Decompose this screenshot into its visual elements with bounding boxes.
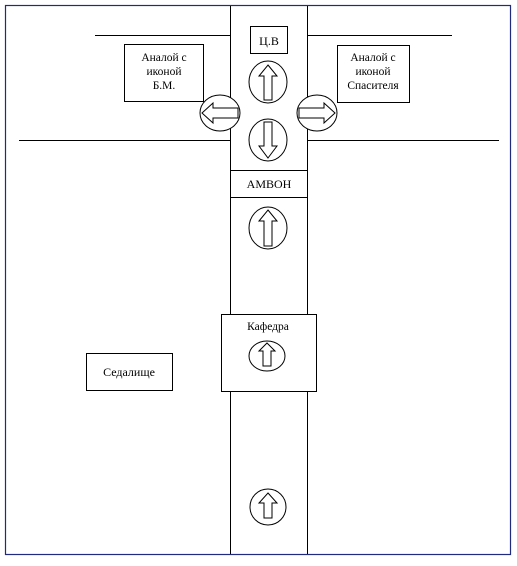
- royal-doors-label: Ц.В: [259, 34, 279, 48]
- analoy-saviour-box: [337, 45, 410, 103]
- analoy-saviour-line-2: иконой: [356, 66, 391, 78]
- royal-doors-box: [250, 26, 288, 54]
- sedalishche-label: Седалище: [103, 365, 155, 379]
- up-arrow-icon: [248, 60, 288, 104]
- up-arrow-icon: [248, 206, 288, 250]
- sedalishche-box: [86, 353, 173, 391]
- analoy-theotokos-line-2: иконой: [147, 66, 182, 78]
- analoy-theotokos-line-3: Б.М.: [153, 80, 176, 92]
- kafedra-label: Кафедра: [247, 321, 289, 333]
- ambon-box: [230, 170, 308, 198]
- up-arrow-icon: [248, 340, 286, 372]
- analoy-theotokos-line-1: Аналой с: [141, 52, 186, 64]
- up-arrow-icon: [249, 488, 287, 526]
- right-arrow-icon: [296, 94, 338, 132]
- ambon-label: АМВОН: [247, 177, 292, 191]
- analoy-saviour-line-3: Спасителя: [347, 80, 399, 92]
- analoy-saviour-line-1: Аналой с: [350, 52, 395, 64]
- analoy-theotokos-box: [124, 44, 204, 102]
- left-arrow-icon: [199, 94, 241, 132]
- down-arrow-icon: [248, 118, 288, 162]
